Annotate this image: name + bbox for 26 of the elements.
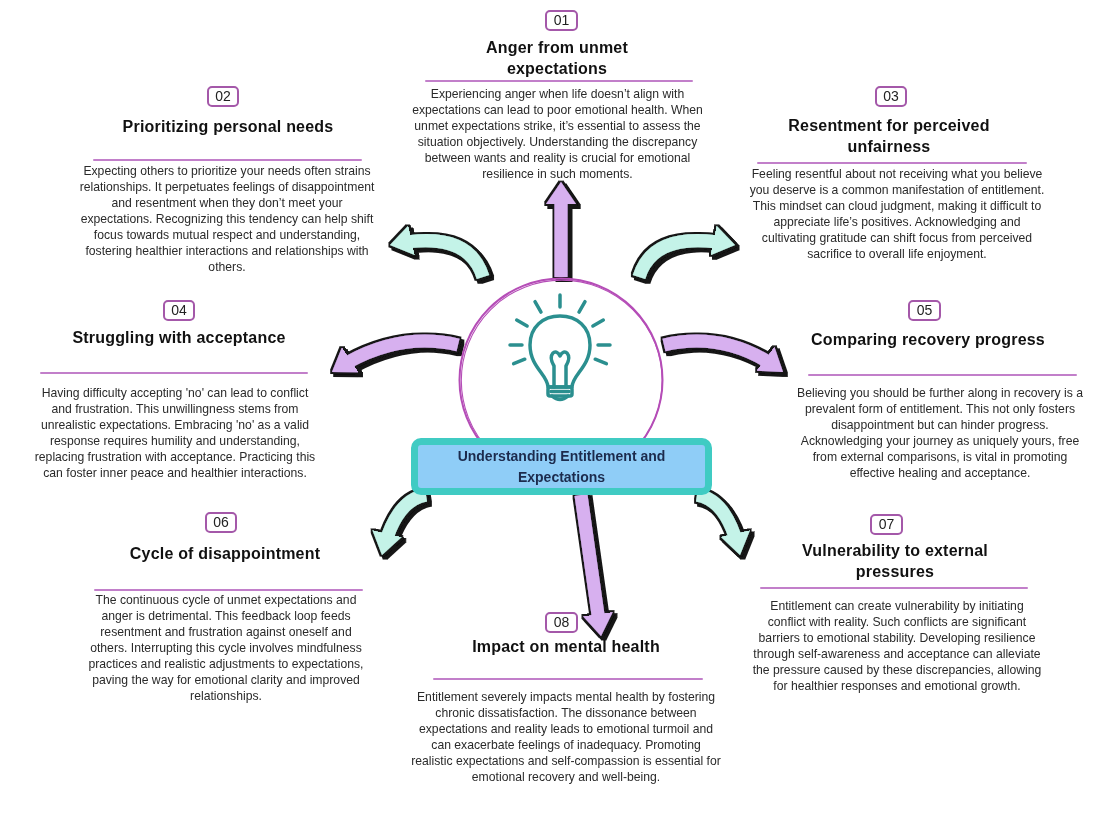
section-heading: Prioritizing personal needs: [121, 117, 335, 137]
description-text: Having difficulty accepting 'no' can lead to conflict and frustration. This unwillingness stems from unrealistic expectations. Embracing 'no' as a valid response requires humility and understanding, replacing frustration with acceptance. Practicing this can foster inner peace and healthier interactions.: [33, 385, 317, 481]
section-heading: Struggling with acceptance: [71, 328, 287, 348]
description-text: Expecting others to prioritize your needs often strains relationships. It perpetuates feelings of disappointment and resentment when they don’t meet your expectations. Recognizing this tendency can help shift focus towards mutual respect and understanding, fostering healthier interactions and relationships with others.: [78, 163, 376, 275]
description-text: Believing you should be further along in recovery is a prevalent form of entitlement. This not only fosters disappointment but can hinder progress. Acknowledging your journey as uniquely yours, free from external comparisons, is vital in promoting effective healing and acceptance.: [796, 385, 1084, 481]
section-heading: Resentment for perceived unfairness: [787, 116, 991, 157]
number-badge: 07: [870, 514, 903, 535]
description-text: Experiencing anger when life doesn’t align with expectations can lead to poor emotional health. When unmet expectations strike, it’s essential to assess the situation objectively. Understanding the discrepancy between wants and reality is crucial for emotional resilience in such moments.: [411, 86, 704, 182]
description-text: Entitlement can create vulnerability by initiating conflict with reality. Such conflicts are significant barriers to emotional stability. Developing resilience through self-awareness and acceptance can alleviate the pressure caused by these discrepancies, allowing for healthier responses and emotional growth.: [752, 598, 1042, 694]
block-arrow: [574, 494, 613, 637]
number-badge: 01: [545, 10, 578, 31]
central-topic-box: Understanding Entitlement and Expectations: [411, 438, 712, 495]
number-badge: 04: [163, 300, 195, 321]
description-text: Feeling resentful about not receiving what you believe you deserve is a common manifestation of entitlement. This mindset can cloud judgment, making it difficult to appreciate life’s positives. Acknowledging and cultivating gratitude can shift focus from perceived sacrifice to overall life enjoyment.: [748, 166, 1046, 262]
section-heading: Vulnerability to external pressures: [801, 541, 989, 582]
section-heading: Impact on mental health: [471, 637, 661, 657]
number-badge: 08: [545, 612, 578, 633]
section-heading: Comparing recovery progress: [810, 330, 1046, 350]
description-text: The continuous cycle of unmet expectations and anger is detrimental. This feedback loop feeds resentment and frustration against oneself and others. Interrupting this cycle involves mindfulness practices and realistic adjustments to expectations, paving the way for emotional clarity and improved relationships.: [87, 592, 365, 704]
section-heading: Anger from unmet expectations: [485, 38, 629, 79]
number-badge: 05: [908, 300, 941, 321]
number-badge: 06: [205, 512, 237, 533]
description-text: Entitlement severely impacts mental health by fostering chronic dissatisfaction. The dissonance between expectations and reality leads to emotional turmoil and can exacerbate feelings of inadequacy. Promoting realistic expectations and self-compassion is essential for emotional recovery and well-being.: [410, 689, 722, 785]
section-heading: Cycle of disappointment: [128, 544, 322, 564]
number-badge: 03: [875, 86, 907, 107]
number-badge: 02: [207, 86, 239, 107]
